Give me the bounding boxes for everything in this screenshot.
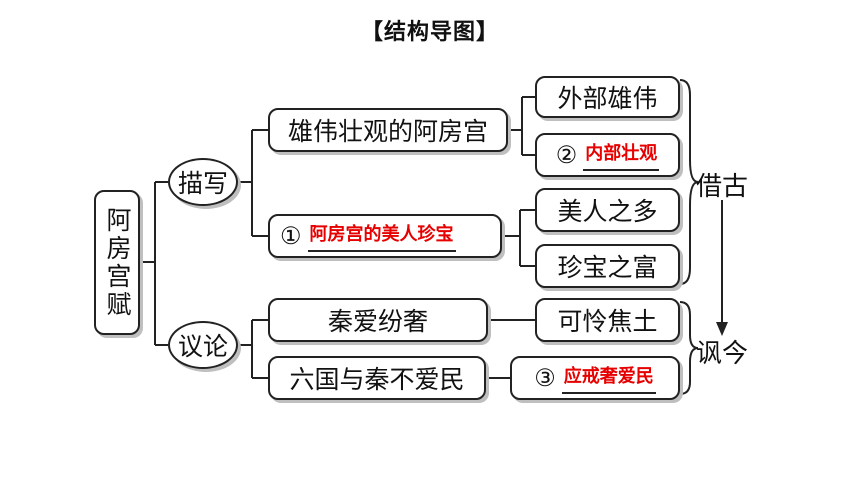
- rich-treasure-label: 珍宝之富: [557, 253, 658, 282]
- blank-number-3: ③: [534, 364, 556, 392]
- lesson-node: ③ 应戒奢爱民: [510, 356, 680, 400]
- past-brace: [679, 79, 699, 285]
- answer-3: 应戒奢爱民: [561, 362, 656, 394]
- root-branch-connector: [140, 181, 168, 346]
- ruin-node: 可怜焦土: [535, 298, 680, 342]
- describe-label: 描写: [177, 169, 228, 198]
- beauties-node: ① 阿房宫的美人珍宝: [268, 214, 502, 258]
- discuss-branch-connector: [238, 319, 268, 379]
- qin-luxury-label: 秦爱纷奢: [327, 307, 428, 336]
- blank-number-2: ②: [555, 141, 578, 169]
- arrow-head-icon: [716, 322, 728, 336]
- palace-node: 雄伟壮观的阿房宫: [268, 108, 508, 152]
- palace-branch-connector: [508, 96, 535, 156]
- six-states-label: 六国与秦不爱民: [289, 365, 465, 394]
- discuss-node: 议论: [168, 321, 238, 369]
- past-label: 借古: [696, 172, 749, 202]
- describe-branch-connector: [238, 129, 268, 237]
- rich-treasure-node: 珍宝之富: [535, 244, 680, 288]
- answer-2: 内部壮观: [583, 139, 660, 171]
- beauties-branch-connector: [502, 209, 535, 267]
- exterior-node: 外部雄伟: [535, 76, 680, 118]
- qin-luxury-node: 秦爱纷奢: [268, 298, 488, 342]
- present-label: 讽今: [696, 339, 749, 369]
- many-beauties-node: 美人之多: [535, 188, 680, 232]
- six-states-node: 六国与秦不爱民: [268, 356, 486, 400]
- blank-number-1: ①: [280, 222, 302, 250]
- diagram-title: 【结构导图】: [360, 20, 499, 45]
- ruin-label: 可怜焦土: [557, 307, 658, 336]
- root-label: 阿房宫赋: [103, 206, 132, 319]
- root-node: 阿房宫赋: [94, 190, 140, 335]
- answer-1: 阿房宫的美人珍宝: [307, 220, 456, 252]
- interior-node: ② 内部壮观: [535, 133, 680, 177]
- many-beauties-label: 美人之多: [557, 197, 658, 226]
- exterior-label: 外部雄伟: [557, 84, 658, 113]
- palace-label: 雄伟壮观的阿房宫: [287, 117, 488, 146]
- discuss-label: 议论: [177, 332, 228, 361]
- present-brace: [679, 301, 699, 395]
- describe-node: 描写: [168, 158, 238, 206]
